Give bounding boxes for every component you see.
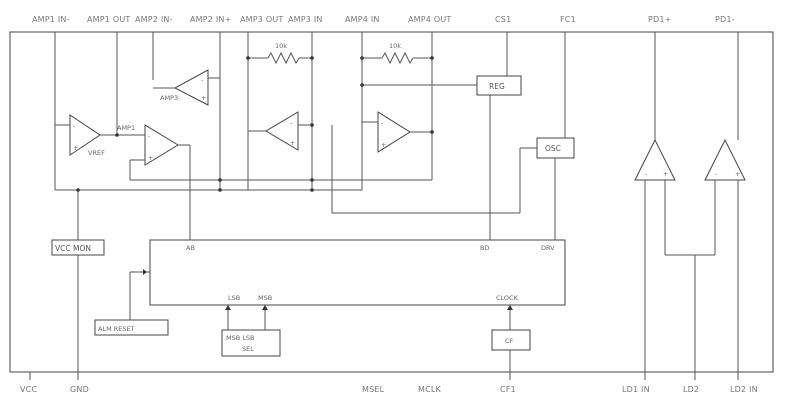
- pin-label: VCC: [20, 385, 37, 394]
- resistor-2: 10k: [362, 42, 432, 65]
- svg-text:LSB: LSB: [228, 294, 240, 302]
- svg-text:+: +: [73, 144, 78, 152]
- pin-label: AMP3 OUT: [240, 15, 283, 24]
- pin-label: AMP3 IN: [288, 15, 323, 24]
- resistor-label: 10k: [389, 42, 401, 50]
- comparator-2: - +: [704, 138, 746, 181]
- pin-label: PD1+: [648, 15, 672, 24]
- svg-text:-: -: [290, 119, 293, 127]
- pin-label: AMP1 IN-: [32, 15, 70, 24]
- svg-text:-: -: [715, 170, 718, 178]
- pin-label: AMP1 OUT: [87, 15, 130, 24]
- pin-label: AMP4 OUT: [408, 15, 451, 24]
- svg-text:+: +: [201, 94, 206, 102]
- pin-label: LD1 IN: [622, 385, 650, 394]
- osc-block: OSC: [536, 137, 575, 159]
- opamp-amp2: - +: [248, 111, 312, 151]
- top-pin-labels: AMP1 IN- AMP1 OUT AMP2 IN- AMP2 IN+ AMP3…: [32, 15, 735, 24]
- pin-label: AMP2 IN+: [190, 15, 231, 24]
- svg-text:MSB: MSB: [258, 294, 272, 302]
- svg-text:VCC MON: VCC MON: [55, 244, 91, 253]
- pin-label: AMP2 IN-: [135, 15, 173, 24]
- svg-text:+: +: [148, 154, 153, 162]
- svg-text:BD: BD: [480, 244, 489, 252]
- pin-label: LD2: [683, 385, 699, 394]
- select-block: MSB LSB SEL: [221, 305, 281, 357]
- bottom-pin-leads: [29, 372, 739, 380]
- comparator-1: - +: [634, 138, 676, 181]
- svg-text:SEL: SEL: [242, 345, 254, 353]
- cf-block: CF: [491, 305, 531, 351]
- reg-block: REG: [476, 75, 522, 96]
- opamp-label: AMP1: [117, 124, 135, 132]
- svg-text:+: +: [735, 170, 740, 178]
- watchdog-block: ALM RESET: [94, 319, 169, 336]
- svg-text:+: +: [290, 139, 295, 147]
- resistor-1: 10k: [248, 42, 312, 65]
- svg-text:DRV: DRV: [541, 244, 555, 252]
- pin-label: AMP4 IN: [345, 15, 380, 24]
- svg-text:CLOCK: CLOCK: [496, 294, 519, 302]
- svg-text:+: +: [381, 141, 386, 149]
- vcc-mon-block: VCC MON: [51, 239, 105, 256]
- pin-label: MSEL: [362, 385, 385, 394]
- svg-text:-: -: [201, 76, 204, 84]
- svg-text:OSC: OSC: [545, 144, 561, 153]
- bottom-pin-labels: VCC GND MSEL MCLK CF1 LD1 IN LD2 LD2 IN: [20, 385, 758, 394]
- chip-outline: [9, 31, 774, 373]
- opamp-vref: - + VREF: [55, 114, 145, 157]
- svg-text:AB: AB: [186, 244, 195, 252]
- pin-label: LD2 IN: [730, 385, 758, 394]
- opamp-amp1: - + AMP1: [117, 124, 191, 240]
- svg-text:REG: REG: [489, 82, 505, 91]
- svg-text:ALM RESET: ALM RESET: [98, 325, 135, 333]
- svg-text:CF: CF: [505, 337, 514, 345]
- svg-text:MSB LSB: MSB LSB: [226, 334, 254, 342]
- pin-label: CS1: [495, 15, 511, 24]
- pin-label: FC1: [560, 15, 576, 24]
- opamp-amp4: - +: [362, 111, 432, 153]
- pin-label: PD1-: [715, 15, 735, 24]
- opamp-label: VREF: [88, 149, 105, 157]
- junction-dots: [76, 56, 434, 192]
- svg-text:-: -: [381, 119, 384, 127]
- svg-text:+: +: [663, 170, 668, 178]
- logic-block: AB BD DRV LSB MSB CLOCK: [143, 239, 566, 306]
- pin-label: MCLK: [418, 385, 442, 394]
- resistor-label: 10k: [275, 42, 287, 50]
- opamp-amp3: - + AMP3: [153, 69, 220, 106]
- pin-label: GND: [70, 385, 89, 394]
- opamp-label: AMP3: [160, 94, 178, 102]
- bus-wires: [55, 84, 739, 372]
- svg-text:-: -: [645, 170, 648, 178]
- svg-text:-: -: [148, 132, 151, 140]
- pin-label: CF1: [500, 385, 516, 394]
- svg-text:-: -: [73, 122, 76, 130]
